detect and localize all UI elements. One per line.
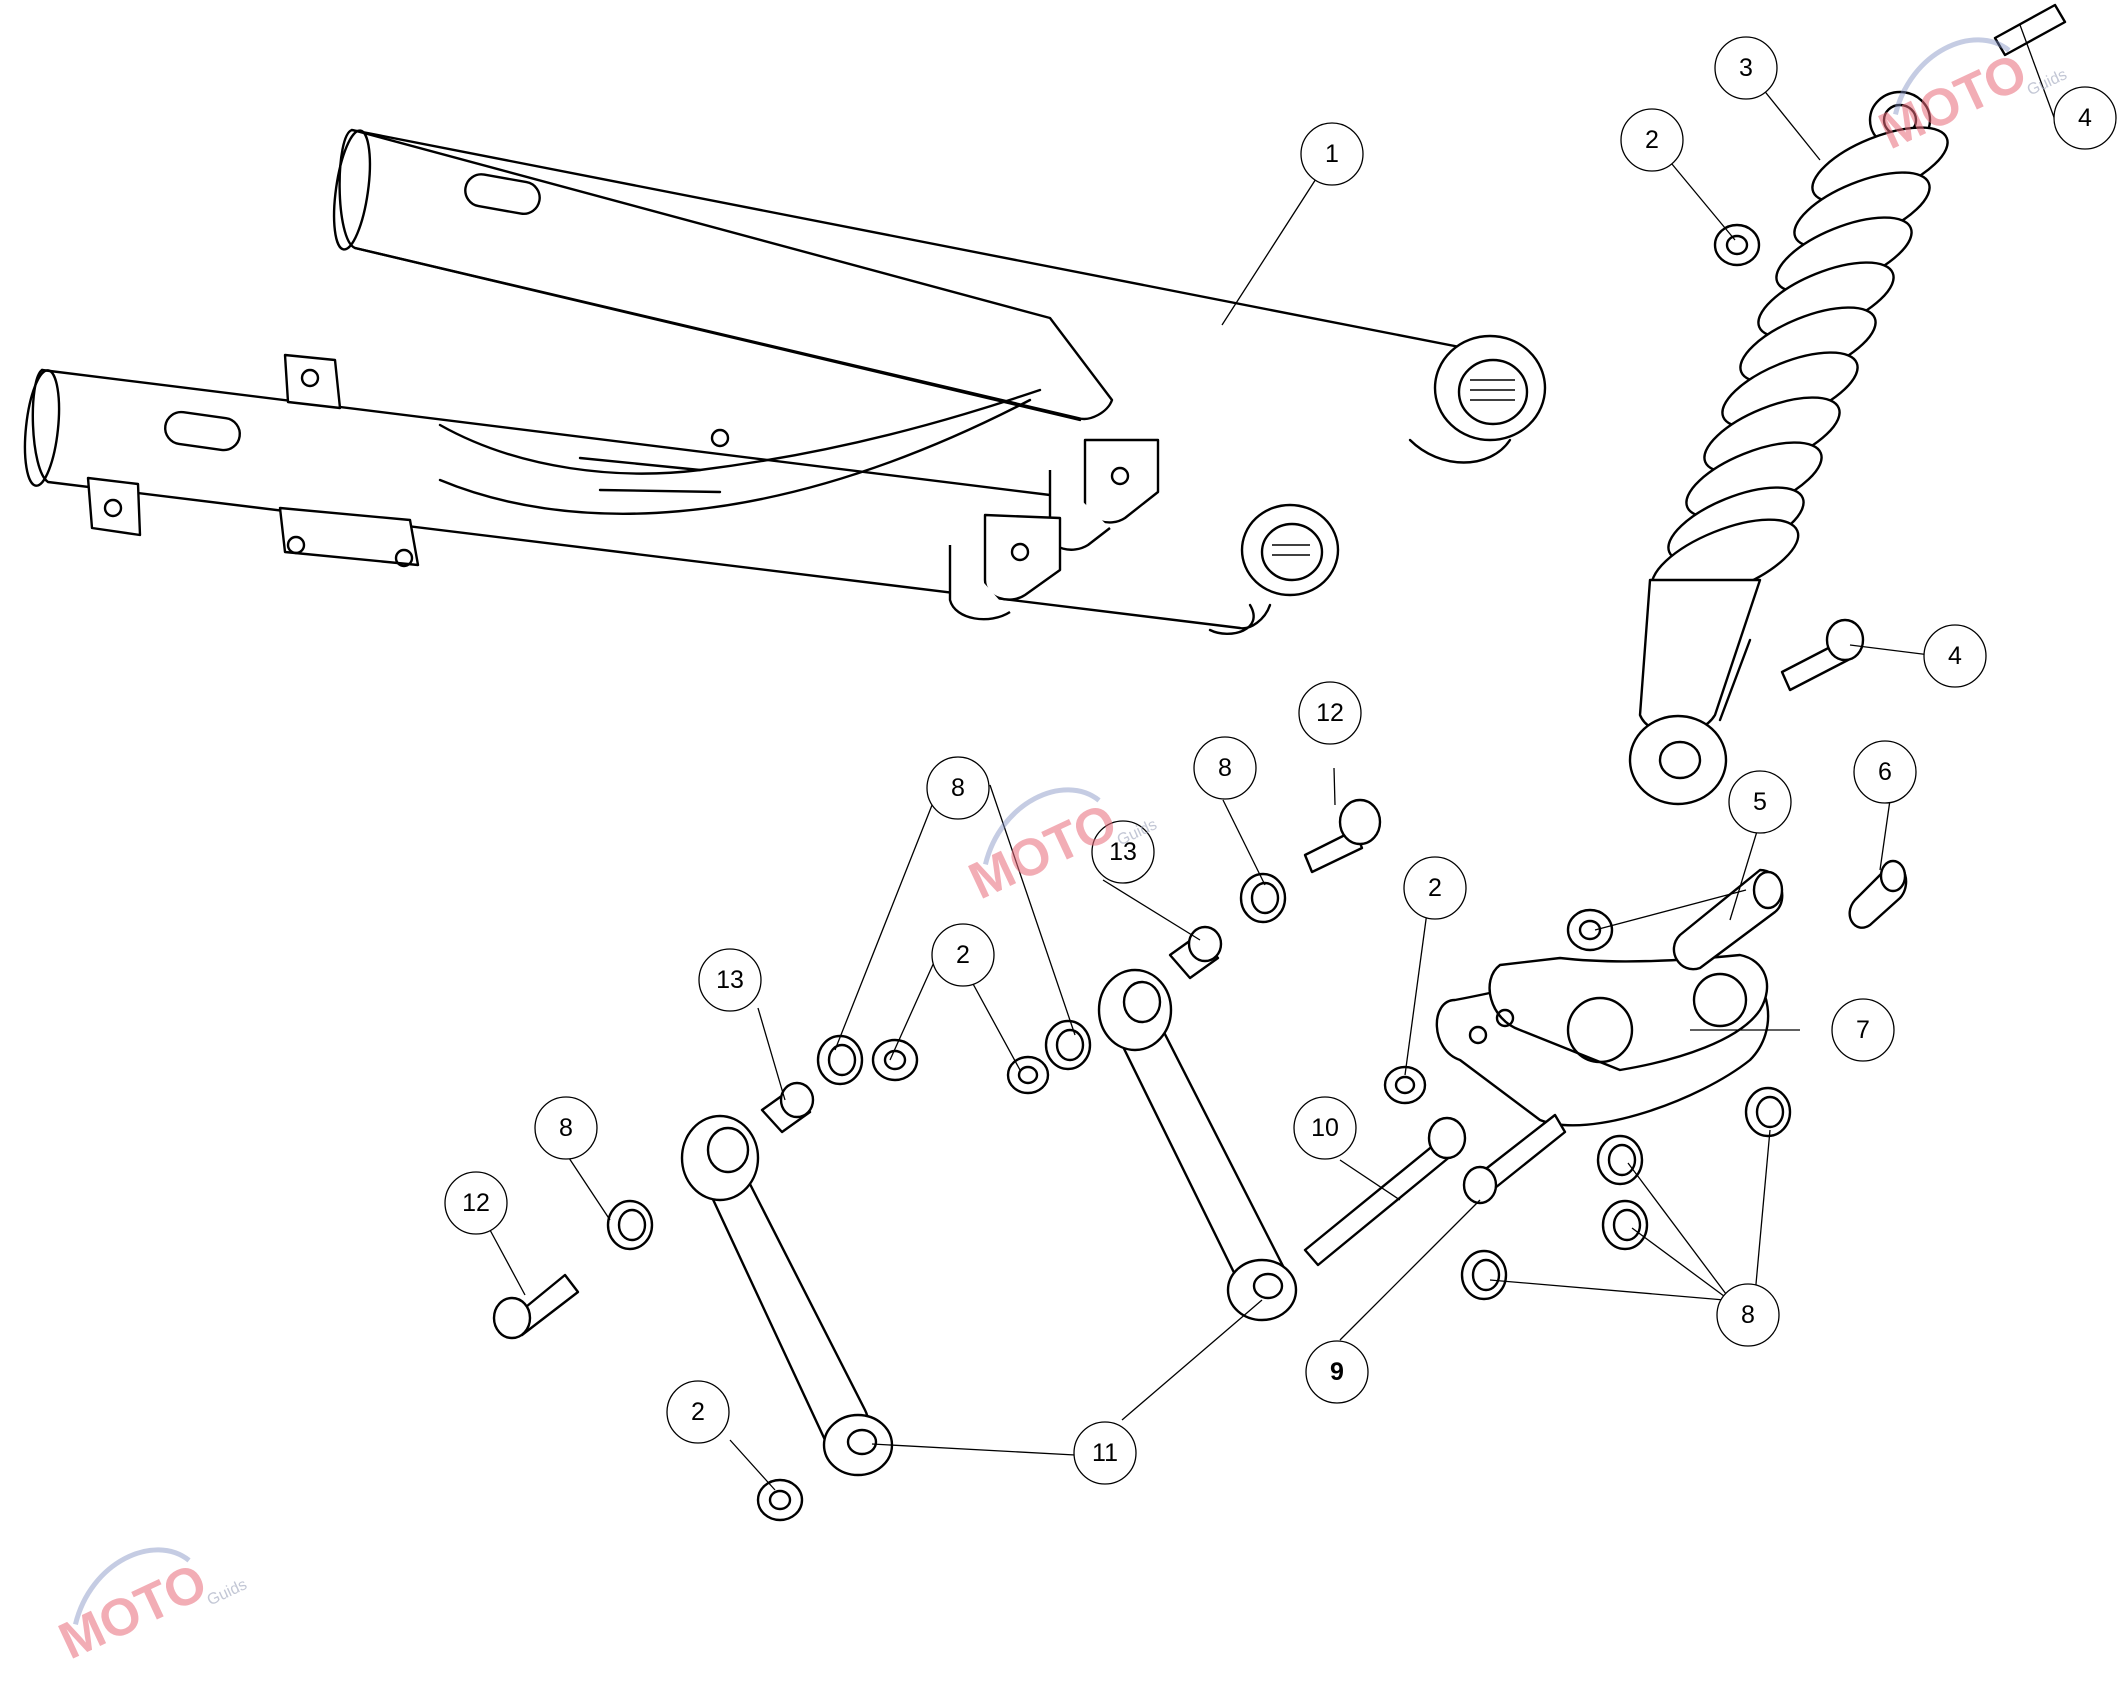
svg-text:2: 2 [691,1398,705,1426]
callout-3: 3 [1714,36,1778,100]
shock-absorber [1628,90,1949,806]
callout-6: 2 [1403,856,1467,920]
svg-text:4: 4 [1948,642,1962,670]
nut-1 [1713,223,1761,267]
callout-5: 4 [1923,624,1987,688]
callout-11: 13 [698,948,762,1012]
svg-text:8: 8 [951,774,965,802]
svg-text:10: 10 [1311,1114,1339,1142]
nut-5 [1006,1055,1050,1095]
spacer-5 [1672,868,1784,971]
svg-text:13: 13 [716,966,744,994]
svg-text:2: 2 [956,941,970,969]
callout-12: 2 [931,923,995,987]
washer-1 [816,1034,864,1086]
washer-3 [1239,872,1287,924]
callout-4: 4 [2053,86,2117,150]
svg-text:Guids: Guids [2025,66,2070,99]
washer-6 [1601,1199,1649,1251]
svg-text:MOTO: MOTO [1871,43,2036,161]
callout-20: 10 [1293,1096,1357,1160]
bushing-1 [760,1081,815,1134]
nut-2 [1566,908,1614,952]
washer-5 [1596,1134,1644,1186]
svg-text:6: 6 [1878,758,1892,786]
callout-14: 5 [1728,770,1792,834]
callouts: 1 2 3 4 4 2 12 8 8 13 13 2 5 6 7 8 12 8 … [444,36,2117,1485]
watermark-bottom-left: MOTO Guids [51,1547,250,1671]
callout-2: 2 [1620,108,1684,172]
callout-24: 2 [666,1380,730,1444]
callout-7: 12 [1298,681,1362,745]
callout-17: 8 [1716,1283,1780,1347]
svg-text:8: 8 [1218,754,1232,782]
svg-text:2: 2 [1645,126,1659,154]
leader-lines [489,24,2056,1491]
svg-text:12: 12 [1316,699,1344,727]
bolt-12-lower [492,1273,580,1340]
connecting-rod-left [680,1114,894,1477]
svg-text:Guids: Guids [205,1576,250,1609]
callout-16: 7 [1831,998,1895,1062]
callout-18: 12 [444,1171,508,1235]
bolt-12-upper [1303,798,1382,874]
svg-text:4: 4 [2078,104,2092,132]
callout-8: 8 [926,756,990,820]
bushing-2 [1168,925,1223,980]
linkage-rocker [1435,953,1770,1127]
callout-1: 1 [1300,122,1364,186]
svg-text:2: 2 [1428,874,1442,902]
svg-text:MOTO: MOTO [961,793,1126,911]
svg-text:8: 8 [1741,1301,1755,1329]
callout-23: 11 [1073,1421,1137,1485]
nut-3 [1383,1065,1427,1105]
bolt-9 [1462,1113,1567,1205]
bolt-10 [1303,1116,1467,1267]
svg-text:7: 7 [1856,1016,1870,1044]
callout-10: 13 [1091,820,1155,884]
svg-text:13: 13 [1109,838,1137,866]
callout-21: 9 [1305,1340,1369,1404]
svg-text:8: 8 [559,1114,573,1142]
spacer-6 [1848,859,1908,929]
bolt-shock [1780,618,1865,692]
callout-19: 8 [534,1096,598,1160]
swingarm [23,128,1547,635]
svg-text:9: 9 [1330,1358,1344,1386]
svg-text:3: 3 [1739,54,1753,82]
washer-4 [606,1199,654,1251]
nut-6 [756,1478,804,1522]
svg-text:11: 11 [1092,1439,1118,1467]
nut-4 [871,1038,919,1082]
callout-15: 6 [1853,740,1917,804]
svg-text:MOTO: MOTO [51,1553,216,1671]
connecting-rod-right [1097,968,1298,1322]
washer-8 [1744,1086,1792,1138]
callout-9: 8 [1193,736,1257,800]
bolt-top [1993,3,2067,57]
washer-7 [1460,1249,1508,1301]
svg-text:1: 1 [1325,140,1339,168]
svg-text:5: 5 [1753,788,1767,816]
washer-2 [1044,1019,1092,1071]
svg-text:12: 12 [462,1189,490,1217]
